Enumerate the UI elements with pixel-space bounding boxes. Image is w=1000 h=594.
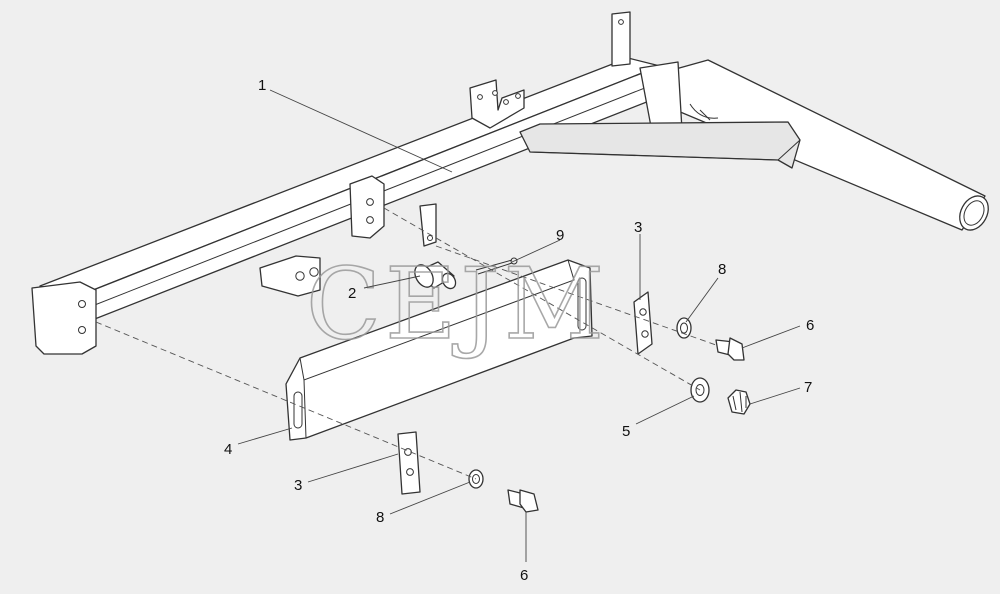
callout-9: 9	[556, 227, 564, 244]
callout-8-upper: 8	[718, 261, 726, 278]
lock-washer-part-8-upper	[676, 317, 692, 339]
callout-5: 5	[622, 423, 630, 440]
callout-4: 4	[224, 441, 232, 458]
watermark-text: CEJM	[306, 248, 608, 362]
callouts: 1 2 9 3 8 6 7 5 4 3 8 6	[224, 77, 814, 584]
plate-part-3-upper	[633, 291, 653, 355]
cotter-pin-part-9	[475, 257, 518, 275]
callout-7: 7	[804, 379, 812, 396]
assembly-axis-lines	[95, 207, 717, 480]
plate-part-3-lower	[397, 431, 421, 495]
leader-lines	[237, 89, 801, 562]
callout-1: 1	[258, 77, 266, 94]
bolt-part-6-upper	[715, 337, 745, 361]
bolt-part-6-lower	[507, 489, 539, 513]
callout-6-upper: 6	[806, 317, 814, 334]
lower-bracket	[259, 255, 321, 297]
castle-nut-part-7	[727, 389, 751, 415]
callout-6-lower: 6	[520, 567, 528, 584]
upper-bracket	[469, 79, 525, 129]
callout-3-lower: 3	[294, 477, 302, 494]
top-tab	[611, 11, 631, 67]
support-plate	[519, 109, 801, 169]
pin-part-2	[414, 261, 457, 290]
slotted-strap-part-4	[285, 259, 593, 441]
callout-2: 2	[348, 285, 356, 302]
callout-3-upper: 3	[634, 219, 642, 236]
callout-8-lower: 8	[376, 509, 384, 526]
